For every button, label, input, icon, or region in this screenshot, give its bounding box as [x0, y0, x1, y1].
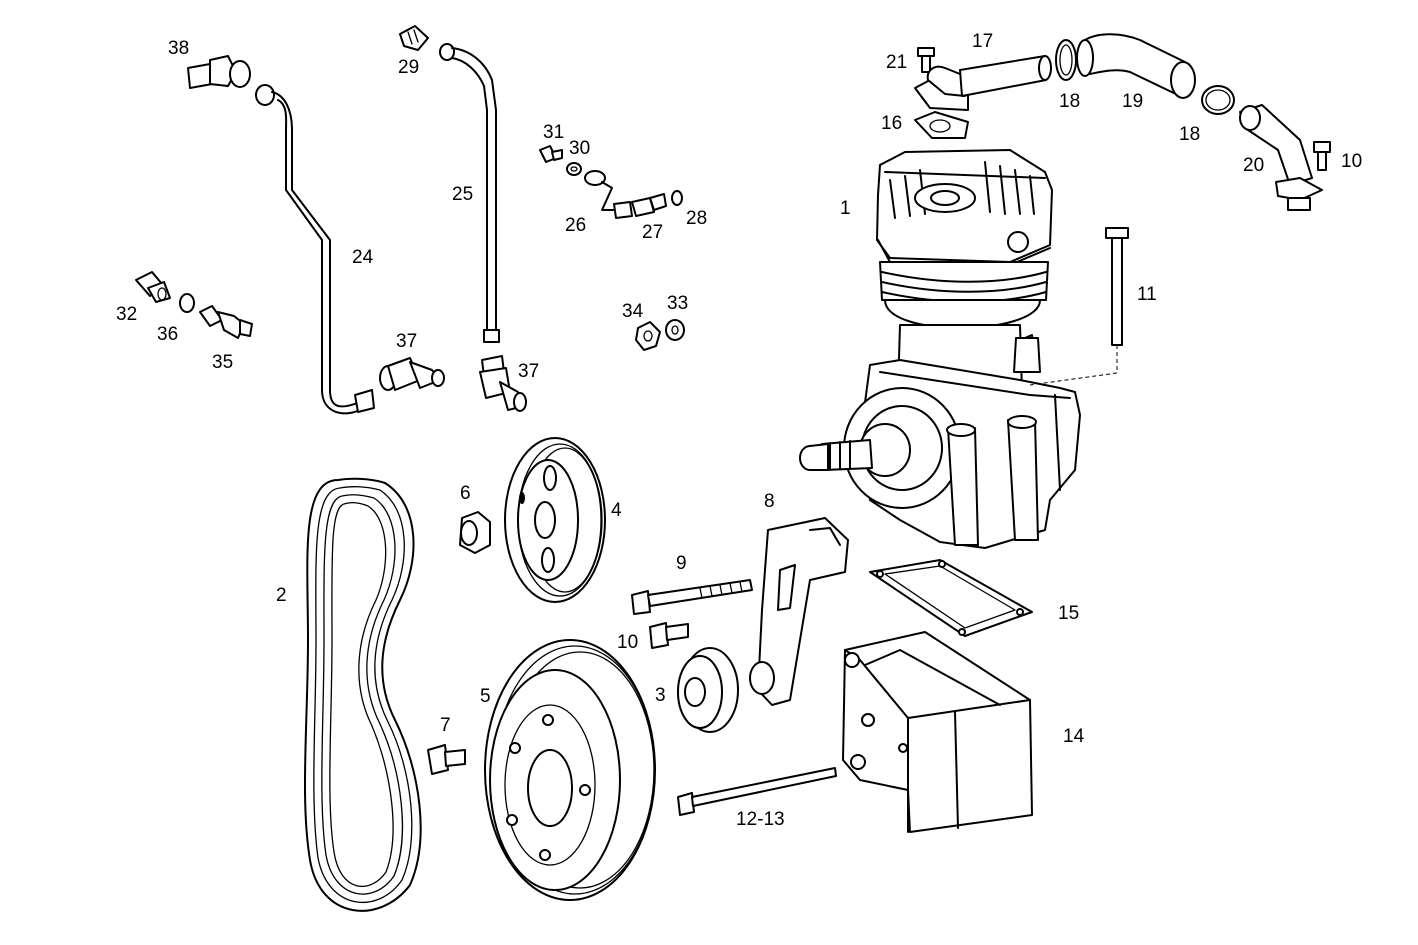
fitting-37-left: [379, 357, 445, 391]
drive-belt: [303, 477, 422, 912]
pulley-5: [484, 639, 656, 901]
seal-36: [179, 293, 195, 313]
fitting-27: [631, 193, 667, 217]
callout-10-lower: 10: [617, 632, 638, 653]
callout-9: 9: [676, 553, 687, 574]
nut-34: [635, 321, 661, 351]
callout-3: 3: [655, 685, 666, 706]
callout-36: 36: [157, 324, 178, 345]
callout-38: 38: [168, 38, 189, 59]
callout-1: 1: [840, 198, 851, 219]
pipe-25: [439, 43, 500, 343]
washer-28: [671, 190, 683, 206]
callout-15: 15: [1058, 603, 1079, 624]
callout-21: 21: [886, 52, 907, 73]
bolt-21: [917, 47, 935, 73]
callout-20: 20: [1243, 155, 1264, 176]
washer-33: [665, 319, 685, 341]
callout-18-left: 18: [1059, 91, 1080, 112]
air-compressor: [799, 149, 1118, 549]
callout-37-right: 37: [518, 361, 539, 382]
callout-labels: 1 2 3 4 5 6 7 8 9 10 10 11 12-13 14 15 1…: [116, 31, 1362, 830]
callout-34: 34: [622, 301, 644, 322]
callout-33: 33: [667, 293, 688, 314]
callout-12-13: 12-13: [736, 809, 785, 830]
fitting-29: [399, 25, 429, 51]
callout-29: 29: [398, 57, 419, 78]
callout-11: 11: [1137, 284, 1157, 305]
callout-25: 25: [452, 184, 473, 205]
callout-27: 27: [642, 222, 663, 243]
elbow-20: [1239, 104, 1323, 211]
gasket-16: [914, 111, 969, 139]
hose-19: [1076, 33, 1196, 99]
callout-30: 30: [569, 138, 590, 159]
callout-17: 17: [972, 31, 993, 52]
hose-clamp-18-right: [1201, 85, 1235, 115]
pipe-24: [255, 84, 375, 415]
bolt-10-lower: [649, 622, 689, 649]
tensioner-arm-8: [749, 517, 849, 706]
bolt-10-upper: [1313, 141, 1331, 171]
bolt-7: [427, 744, 466, 775]
tension-roller-3: [677, 647, 739, 733]
sensor-35: [199, 305, 253, 339]
line-26: [584, 170, 633, 219]
callout-37-left: 37: [396, 331, 417, 352]
callout-14: 14: [1063, 726, 1085, 747]
bolt-9: [631, 579, 753, 615]
callout-10-upper: 10: [1341, 151, 1362, 172]
elbow-17: [914, 55, 1052, 111]
bolt-11: [1105, 227, 1129, 346]
pulley-4: [504, 437, 606, 603]
nut-6: [459, 511, 491, 554]
callout-5: 5: [480, 686, 491, 707]
callout-35: 35: [212, 352, 233, 373]
callout-32: 32: [116, 304, 137, 325]
callout-18-right: 18: [1179, 124, 1200, 145]
bracket-14: [842, 631, 1033, 833]
screw-31: [539, 145, 563, 163]
callout-8: 8: [764, 491, 775, 512]
callout-26: 26: [565, 215, 586, 236]
callout-2: 2: [276, 585, 287, 606]
washer-30: [566, 162, 582, 176]
callout-7: 7: [440, 715, 451, 736]
callout-31: 31: [543, 122, 564, 143]
callout-6: 6: [460, 483, 471, 504]
callout-4: 4: [611, 500, 622, 521]
hose-clamp-18-left: [1055, 39, 1077, 81]
callout-24: 24: [352, 247, 374, 268]
gasket-15: [869, 559, 1033, 637]
callout-16: 16: [881, 113, 902, 134]
long-bolt-12-13: [677, 767, 837, 816]
fitting-38: [187, 55, 251, 89]
callout-19: 19: [1122, 91, 1143, 112]
plug-32: [135, 271, 171, 303]
fitting-37-right: [479, 355, 527, 412]
callout-28: 28: [686, 208, 707, 229]
